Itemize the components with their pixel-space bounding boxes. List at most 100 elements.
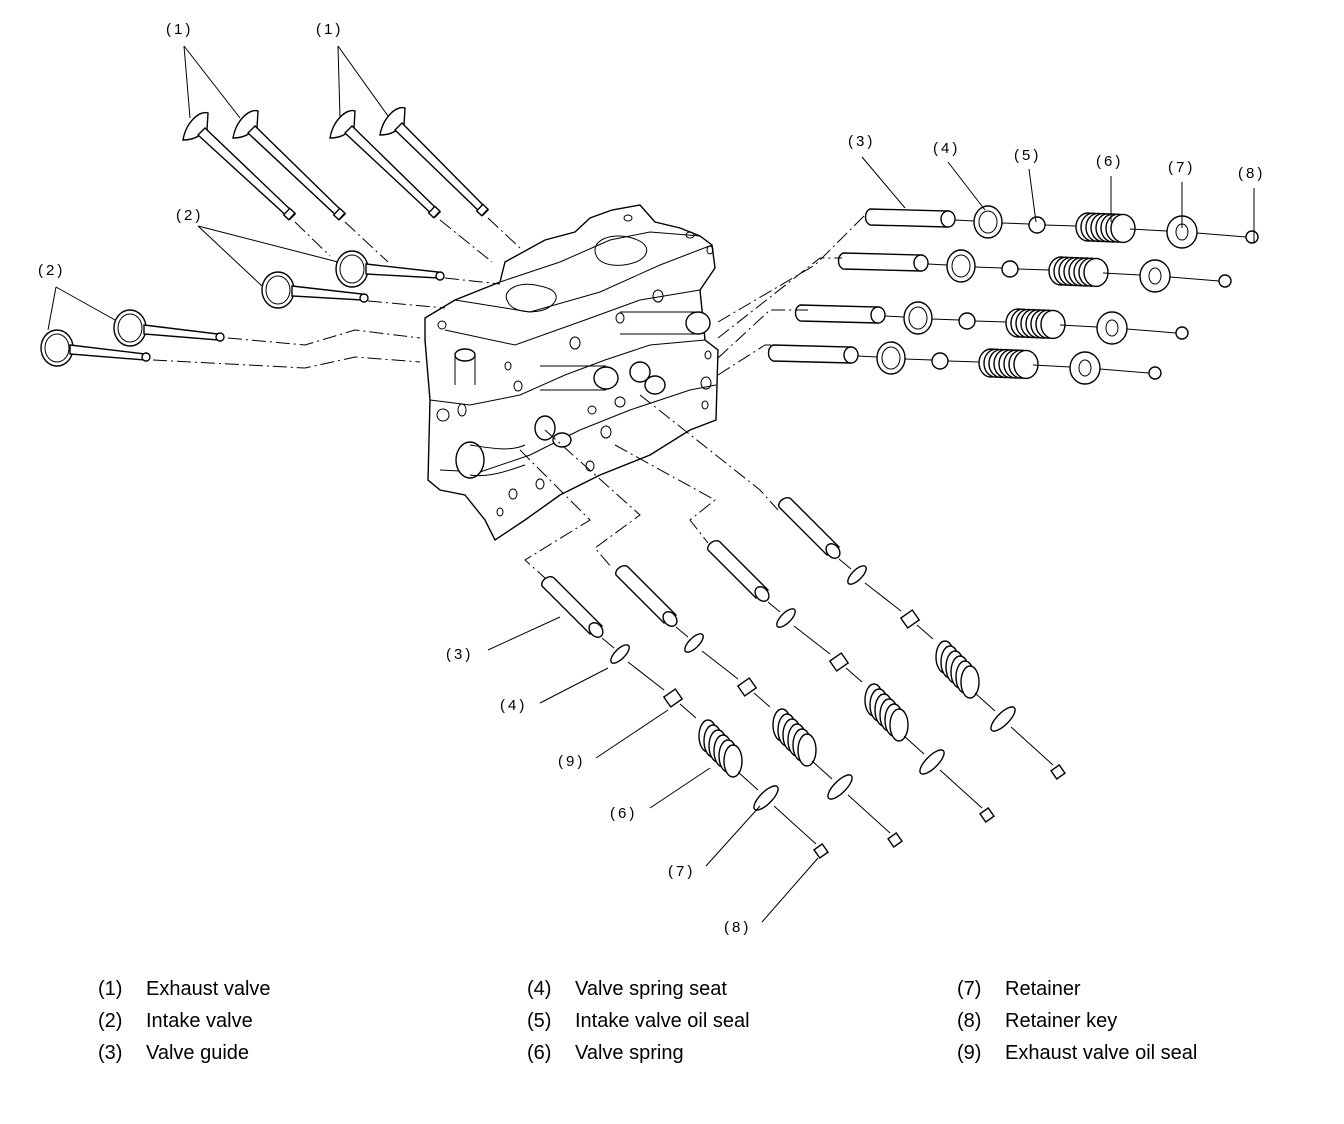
legend-item: (5)Intake valve oil seal	[527, 1005, 750, 1037]
callout-4: (4)	[933, 140, 960, 157]
component-row	[707, 540, 995, 823]
leader-lines	[519, 214, 866, 579]
legend-label: Valve spring	[575, 1042, 684, 1064]
right-callouts: (3) (4) (5) (6) (7) (8)	[848, 133, 1265, 243]
exhaust-valve-oil-seal	[662, 688, 684, 708]
callout-9-bottom: (9)	[558, 753, 585, 770]
right-component-rows	[767, 205, 1259, 385]
retainer-key	[1175, 326, 1189, 340]
valve-guide-end	[913, 254, 929, 272]
valve-guide	[794, 304, 879, 324]
legend-item: (6) Valve spring	[527, 1037, 750, 1069]
intake-valve-oil-seal	[1028, 216, 1046, 234]
legend-item: (1)Exhaust valve	[98, 973, 271, 1005]
legend-number: (8)	[957, 1010, 982, 1032]
callout-6-bottom: (6)	[610, 805, 637, 822]
valve-guide-end	[825, 543, 841, 559]
exhaust-valve-oil-seal	[736, 677, 758, 697]
intake-valve-oil-seal	[931, 352, 949, 370]
valve-spring	[772, 708, 817, 767]
legend-number: (6)	[527, 1042, 552, 1064]
valve-guide	[864, 208, 949, 228]
retainer-key	[887, 832, 903, 848]
component-row	[767, 341, 1162, 385]
valve-spring	[1075, 212, 1136, 244]
legend-item: (9)Exhaust valve oil seal	[957, 1037, 1197, 1069]
legend-label: Exhaust valve	[146, 978, 271, 1000]
legend-item: (2)Intake valve	[98, 1005, 271, 1037]
intake-valve	[335, 250, 445, 288]
component-row	[615, 565, 903, 848]
valve-guide	[767, 344, 852, 364]
intake-valve-oil-seal	[1001, 260, 1019, 278]
callout-8-bottom: (8)	[724, 919, 751, 936]
intake-valve	[40, 329, 151, 367]
callout-3-bottom: (3)	[446, 646, 473, 663]
intake-valve-oil-seal	[958, 312, 976, 330]
legend-item: (7) Retainer	[957, 973, 1197, 1005]
retainer	[753, 785, 779, 811]
callout-8: (8)	[1238, 165, 1265, 182]
legend-label: Retainer	[1005, 978, 1081, 1000]
callout-3: (3)	[848, 133, 875, 150]
legend-number: (3)	[98, 1042, 123, 1064]
valve-spring-seat	[776, 608, 796, 628]
exhaust-valve	[232, 109, 346, 221]
legend-item: (4) Valve spring seat	[527, 973, 750, 1005]
exhaust-valve-oil-seal	[899, 609, 921, 629]
retainer-key	[1218, 274, 1232, 288]
cylinder-head	[424, 204, 719, 542]
valve-spring	[1005, 308, 1066, 340]
retainer-key	[813, 843, 829, 859]
valve-spring	[1048, 256, 1109, 288]
callout-4-bottom: (4)	[500, 697, 527, 714]
intake-valve	[113, 309, 225, 347]
legend-item: (3) Valve guide	[98, 1037, 271, 1069]
callout-6: (6)	[1096, 153, 1123, 170]
retainer	[1139, 259, 1171, 293]
retainer	[919, 749, 945, 775]
valve-spring	[864, 683, 909, 742]
component-row	[864, 205, 1259, 249]
valve-spring-seat	[973, 205, 1003, 239]
bottom-component-rows	[541, 497, 1066, 859]
callout-2-upper: (2)	[176, 207, 203, 224]
legend-column-2: (4) Valve spring seat (5)Intake valve oil…	[527, 973, 750, 1069]
valve-guide-end	[940, 210, 956, 228]
legend-number: (4)	[527, 978, 552, 1000]
exhaust-valve	[182, 111, 297, 221]
intake-valve	[261, 271, 369, 309]
legend-column-3: (7) Retainer (8)Retainer key (9)Exhaust v…	[957, 973, 1197, 1069]
exhaust-valve	[379, 106, 489, 217]
retainer	[1069, 351, 1101, 385]
valve-guide	[541, 576, 604, 635]
legend-item: (8)Retainer key	[957, 1005, 1197, 1037]
legend-number: (5)	[527, 1010, 552, 1032]
valve-spring-seat	[876, 341, 906, 375]
valve-spring	[978, 348, 1039, 380]
bottom-callouts: (3) (4) (9) (6) (7) (8)	[446, 616, 819, 936]
valve-spring	[698, 719, 743, 778]
valve-spring	[935, 640, 980, 699]
legend-label: Valve guide	[146, 1042, 250, 1064]
valve-guide-end	[870, 306, 886, 324]
legend-number: (7)	[957, 978, 982, 1000]
exhaust-valve	[329, 109, 441, 219]
legend-label: Valve spring seat	[575, 978, 727, 1000]
callout-2-lower: (2)	[38, 262, 65, 279]
legend-column-1: (1)Exhaust valve (2)Intake valve (3) Valv…	[98, 973, 271, 1069]
exhaust-valves: (1) (1)	[166, 21, 521, 263]
legend-label: Exhaust valve oil seal	[1005, 1042, 1198, 1064]
component-row	[837, 249, 1232, 293]
valve-spring-seat	[847, 565, 867, 585]
valve-spring-seat	[684, 633, 704, 653]
retainer	[990, 706, 1016, 732]
valve-spring-seat	[610, 644, 630, 664]
exhaust-valve-oil-seal	[828, 652, 850, 672]
retainer	[827, 774, 853, 800]
valve-guide-end	[662, 611, 678, 627]
valve-guide-end	[843, 346, 859, 364]
callout-7: (7)	[1168, 159, 1195, 176]
callout-7-bottom: (7)	[668, 863, 695, 880]
component-row	[541, 576, 829, 859]
